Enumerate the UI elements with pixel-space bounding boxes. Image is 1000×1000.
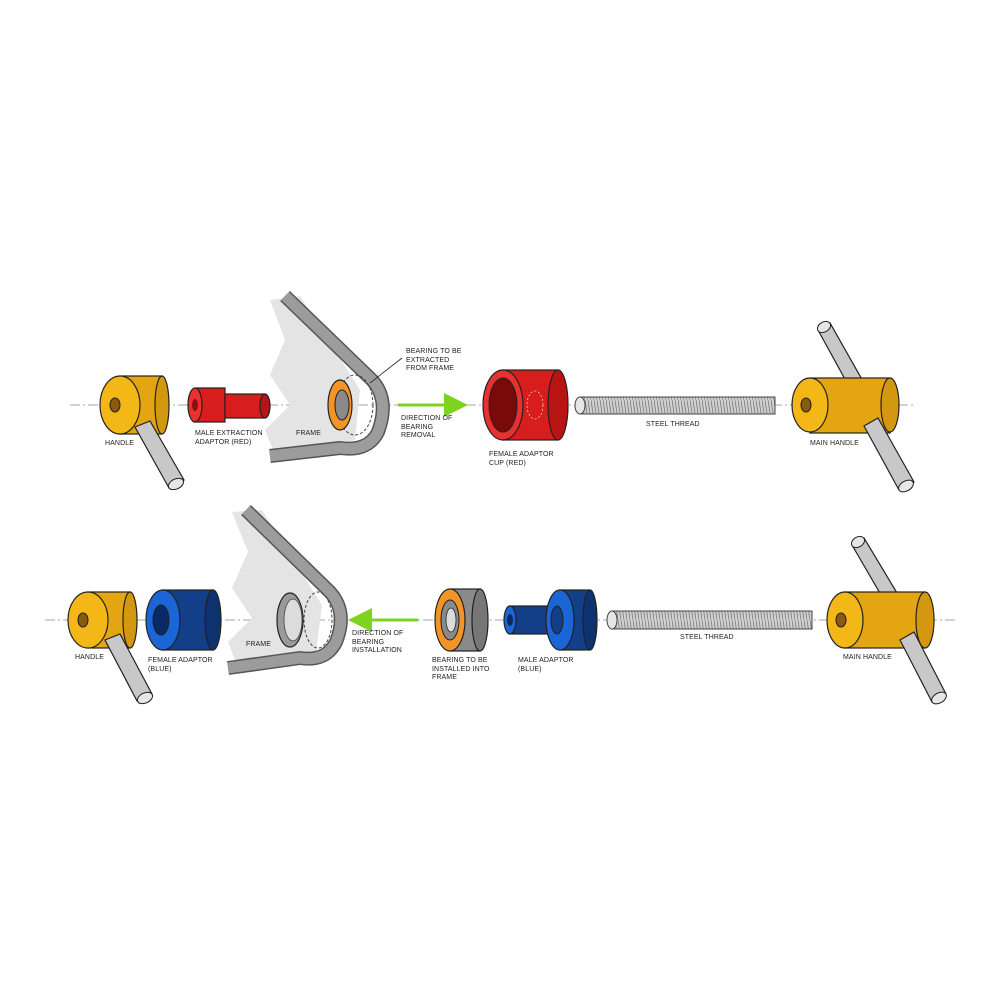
installation-bearing[interactable]: [434, 588, 489, 652]
installation-steel-thread-label: STEEL THREAD: [680, 634, 734, 641]
removal-direction-label: DIRECTION OF BEARING REMOVAL: [401, 415, 453, 439]
female-adaptor-cup-red[interactable]: [482, 369, 569, 441]
installation-main-handle[interactable]: [826, 534, 948, 706]
removal-main-handle-label: MAIN HANDLE: [810, 440, 859, 447]
male-adaptor-blue-label: MALE ADAPTOR (BLUE): [518, 657, 574, 673]
removal-bearing-label: BEARING TO BE EXTRACTED FROM FRAME: [406, 348, 462, 372]
installation-direction-label: DIRECTION OF BEARING INSTALLATION: [352, 630, 404, 654]
installation-main-handle-label: MAIN HANDLE: [843, 654, 892, 661]
installation-handle[interactable]: [67, 591, 154, 706]
female-adaptor-cup-label: FEMALE ADAPTOR CUP (RED): [489, 451, 554, 467]
installation-bearing-label: BEARING TO BE INSTALLED INTO FRAME: [432, 657, 490, 681]
removal-steel-thread-label: STEEL THREAD: [646, 421, 700, 428]
removal-frame: [265, 290, 390, 463]
male-extraction-adaptor-label: MALE EXTRACTION ADAPTOR (RED): [195, 430, 263, 446]
installation-frame-label: FRAME: [246, 641, 271, 648]
installation-steel-thread[interactable]: [606, 610, 813, 630]
female-adaptor-blue[interactable]: [145, 589, 222, 651]
removal-handle-label: HANDLE: [105, 440, 134, 447]
installation-handle-label: HANDLE: [75, 654, 104, 661]
removal-main-handle[interactable]: [791, 319, 915, 494]
installation-frame: [227, 504, 348, 675]
removal-bearing: [327, 379, 353, 431]
removal-bearing-leader: [369, 357, 403, 384]
male-adaptor-blue[interactable]: [503, 589, 598, 651]
male-extraction-adaptor-red[interactable]: [187, 387, 271, 423]
female-adaptor-blue-label: FEMALE ADAPTOR (BLUE): [148, 657, 213, 673]
removal-handle[interactable]: [99, 375, 185, 492]
removal-steel-thread[interactable]: [574, 396, 776, 415]
removal-frame-label: FRAME: [296, 430, 321, 437]
